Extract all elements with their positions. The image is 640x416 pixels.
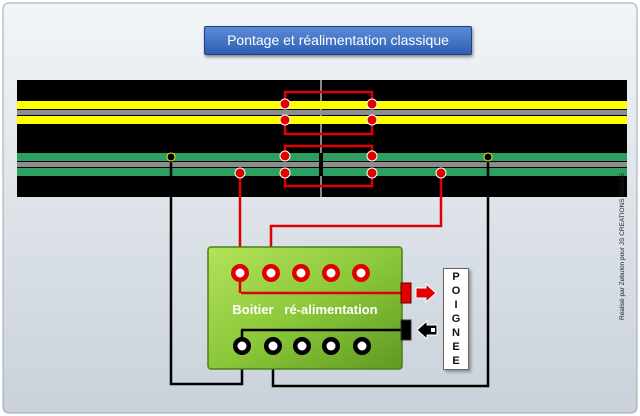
arrow-right-icon [415, 282, 437, 304]
black-terminals [233, 337, 371, 355]
diagram-title: Pontage et réalimentation classique [204, 26, 472, 55]
black-terminal [233, 337, 251, 355]
black-terminal [353, 337, 371, 355]
red-terminal [231, 264, 249, 282]
arrow-left-icon [416, 319, 438, 341]
red-connector [400, 282, 412, 304]
box-label: Boitier ré-alimentation [232, 302, 378, 317]
handle-letter: N [452, 327, 460, 339]
handle-letter: O [451, 285, 461, 297]
handle-letter: E [452, 355, 460, 367]
red-feed-points [234, 167, 447, 179]
handle-letter: E [452, 341, 460, 353]
black-terminal [293, 337, 311, 355]
red-terminal [262, 264, 280, 282]
handle-letter: I [454, 299, 458, 311]
red-terminals [231, 264, 370, 282]
red-terminal [322, 264, 340, 282]
handle-letter: G [451, 313, 461, 325]
red-terminal [292, 264, 310, 282]
credit-text: Réalisé par Zebulon pour JS CREATIONS 05… [619, 173, 626, 320]
handle-label: P O I G N E E [443, 268, 469, 370]
black-terminal [264, 337, 282, 355]
black-terminal [322, 337, 340, 355]
bridge-points [279, 98, 378, 179]
red-terminal [352, 264, 370, 282]
rail-yellow-bottom [17, 116, 627, 124]
black-connector [400, 319, 412, 341]
rail-yellow-top [17, 101, 627, 109]
handle-letter: P [452, 271, 460, 283]
rail-gap-top [17, 110, 627, 115]
black-feed-points [166, 152, 493, 162]
